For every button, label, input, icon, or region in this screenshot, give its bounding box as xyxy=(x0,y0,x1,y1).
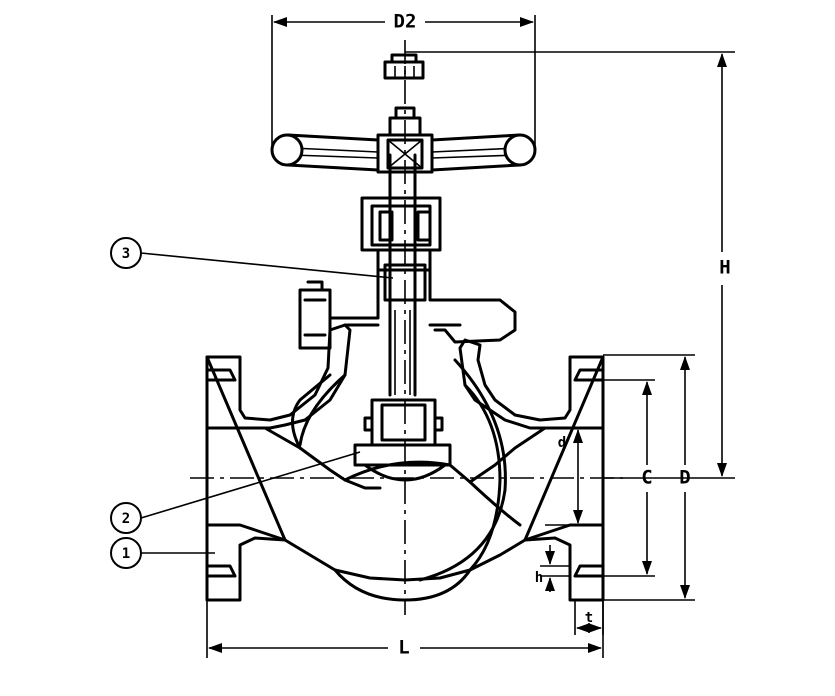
callout-bubble-2 xyxy=(110,502,142,534)
callout-bubble-3 xyxy=(110,237,142,269)
handwheel xyxy=(270,53,537,174)
callout-number-3: 3 xyxy=(122,246,130,262)
callout-number-2: 2 xyxy=(122,511,130,527)
dimension-lines xyxy=(206,15,735,658)
bonnet xyxy=(298,196,517,350)
dim-label-d-outer: D xyxy=(679,467,690,489)
disc xyxy=(353,398,452,482)
dim-label-l: L xyxy=(398,637,409,659)
dim-label-d-bore: d xyxy=(558,435,566,451)
callout-bubble-1 xyxy=(110,537,142,569)
dim-label-c: C xyxy=(641,467,652,489)
stem xyxy=(388,153,417,397)
dim-label-t: t xyxy=(585,610,593,626)
dim-label-d2: D2 xyxy=(394,11,417,33)
callout-2: 2 xyxy=(110,451,361,534)
dim-label-h: H xyxy=(719,257,730,279)
callout-number-1: 1 xyxy=(122,546,130,562)
callout-3: 3 xyxy=(110,237,394,279)
center-lines xyxy=(190,40,623,615)
dim-label-h-small: h xyxy=(535,570,543,586)
callout-1: 1 xyxy=(110,537,215,569)
